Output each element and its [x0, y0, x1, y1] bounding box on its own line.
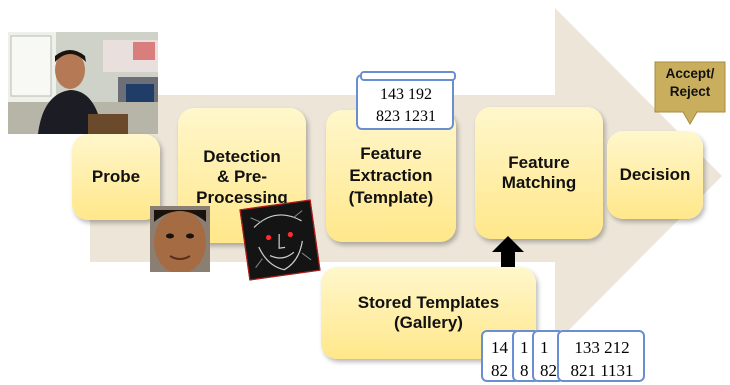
- person-photo: [8, 32, 158, 134]
- stage-decision: Decision: [607, 131, 703, 219]
- gallery-scroll-3-line-1: 1: [540, 338, 549, 357]
- gallery-scroll-2-line-1: 1: [520, 338, 529, 357]
- gallery-front-line-2: 821 1131: [570, 360, 634, 380]
- stage-probe-label: Probe: [91, 166, 141, 186]
- gallery-scroll-1-line-2: 82: [491, 360, 508, 380]
- up-arrow: [492, 236, 524, 272]
- stage-feature-extraction-label: Feature Extraction (Template): [348, 143, 434, 208]
- stage-feature-extraction: Feature Extraction (Template): [326, 110, 456, 242]
- gallery-scroll-3-line-2: 82: [540, 360, 557, 380]
- template-scroll-cap: [360, 71, 456, 81]
- stored-templates-label: Stored Templates (Gallery): [357, 292, 500, 332]
- gallery-front-line-1: 133 212: [574, 338, 630, 357]
- stage-feature-matching-label: Feature Matching: [501, 152, 577, 192]
- face-crop: [150, 206, 210, 272]
- gallery-scroll-2-line-2: 8: [520, 360, 529, 380]
- gallery-scroll-front: 133 212 821 1131: [557, 330, 645, 382]
- template-scroll: 143 192 823 1231: [356, 74, 454, 130]
- face-feature-map: [237, 197, 323, 283]
- stage-probe: Probe: [72, 134, 160, 220]
- gallery-scroll-1-line-1: 14: [491, 338, 508, 357]
- stage-feature-matching: Feature Matching: [475, 107, 603, 239]
- accept-reject-callout-shape: [654, 61, 726, 125]
- template-line-1: 143 192: [380, 86, 432, 103]
- stage-decision-label: Decision: [619, 164, 691, 184]
- template-line-2: 823 1231: [376, 107, 436, 125]
- stage-detection-label: Detection & Pre- Processing: [196, 147, 288, 207]
- accept-reject-label: Accept/ Reject: [665, 66, 715, 100]
